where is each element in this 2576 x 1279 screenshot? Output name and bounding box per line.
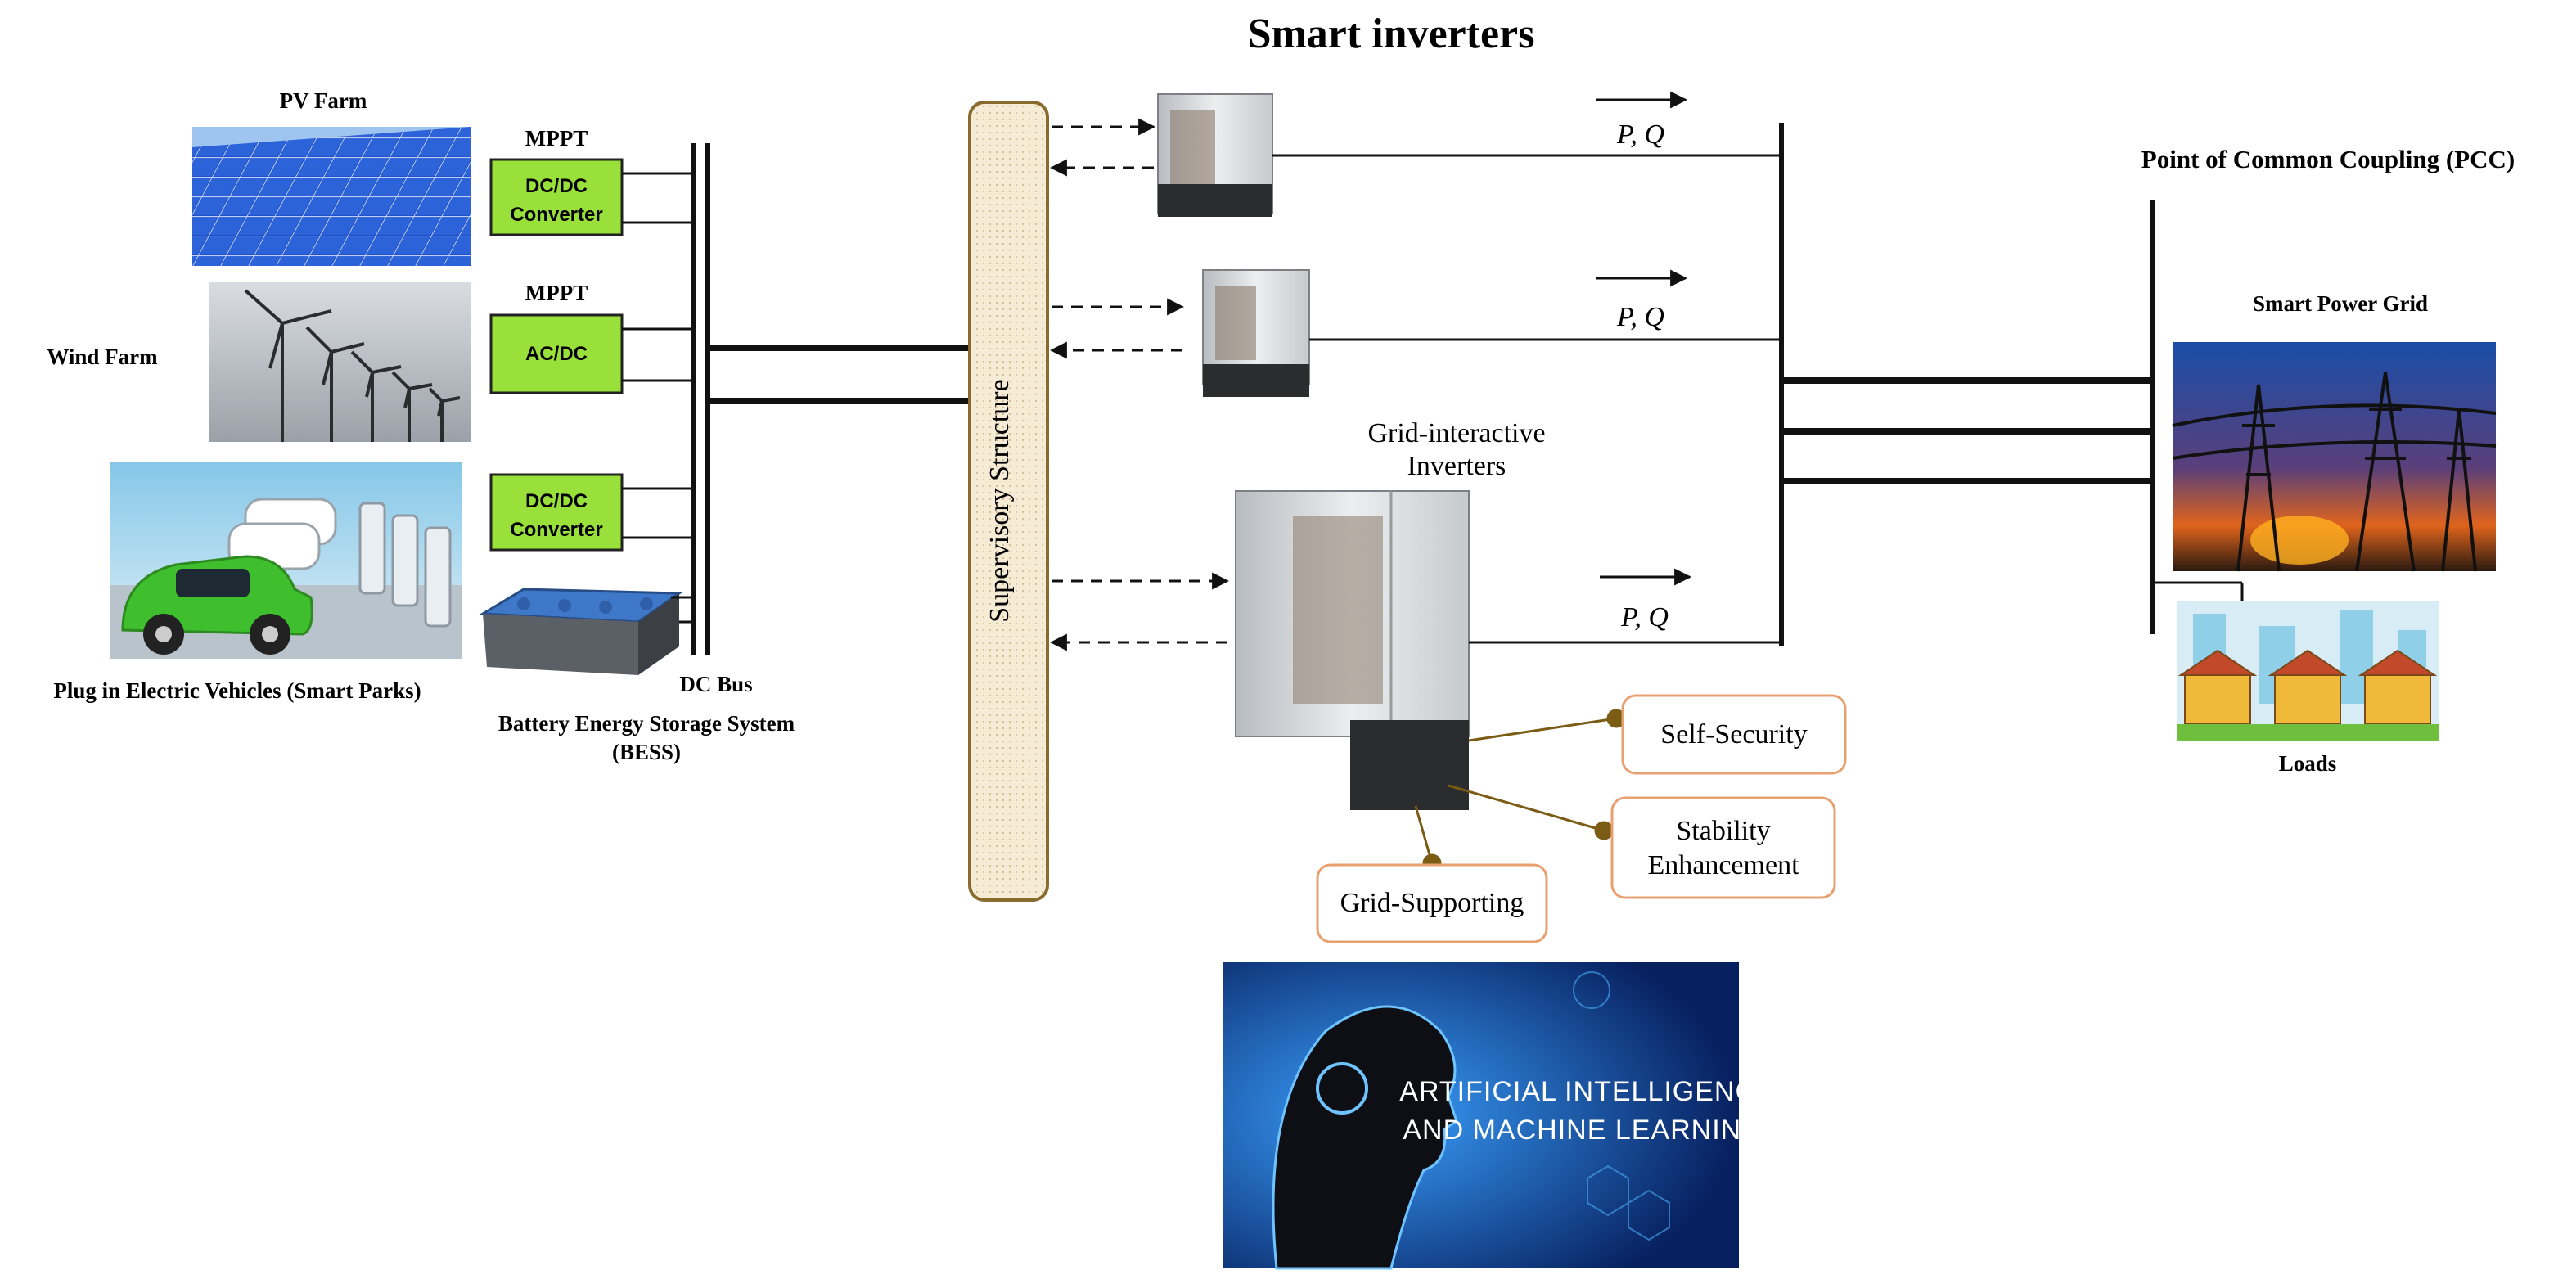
control-arrows — [1049, 118, 1230, 651]
inverter-1 — [1157, 93, 1273, 217]
dcdc-pv-label-line1: DC/DC — [525, 175, 588, 197]
grid-supporting-label: Grid-Supporting — [1340, 888, 1524, 918]
acdc-wind-label: AC/DC — [525, 343, 588, 365]
dcdc-pv-label-line2: Converter — [510, 204, 602, 226]
dcdc-converter-ev: DC/DC Converter — [489, 473, 624, 552]
pv-farm-label: PV Farm — [280, 88, 367, 113]
battery-image — [479, 588, 683, 675]
mppt-wind-label: MPPT — [525, 281, 588, 305]
smart-grid-image — [2172, 342, 2497, 572]
dcdc-ev-label-line1: DC/DC — [525, 490, 588, 512]
inverters-label-line1: Grid-interactive — [1367, 418, 1545, 448]
pq-label-3: P, Q — [1620, 602, 1669, 633]
dcdc-ev-label-line2: Converter — [510, 519, 602, 541]
smart-grid-label: Smart Power Grid — [2253, 291, 2428, 316]
supervisory-label: Supervisory Structure — [984, 379, 1015, 622]
loads-label: Loads — [2279, 751, 2337, 776]
pcc-label: Point of Common Coupling (PCC) — [2141, 145, 2515, 173]
ac-output-lines — [1272, 154, 1780, 644]
inverters-label-line2: Inverters — [1407, 451, 1506, 481]
pq-label-2: P, Q — [1616, 302, 1664, 332]
stability-label-line2: Enhancement — [1647, 850, 1799, 880]
self-security-box: Self-Security — [1621, 694, 1847, 775]
pq-label-1: P, Q — [1616, 119, 1664, 150]
pv-farm-image — [192, 127, 471, 266]
wind-farm-image — [209, 282, 471, 442]
pq-arrows — [1596, 91, 1692, 586]
acdc-converter-wind: AC/DC — [489, 313, 624, 394]
ai-banner-line2: AND MACHINE LEARNING — [1403, 1115, 1763, 1146]
wind-farm-label: Wind Farm — [47, 345, 158, 369]
dcdc-converter-pv: DC/DC Converter — [489, 158, 624, 236]
ev-label: Plug in Electric Vehicles (Smart Parks) — [53, 678, 421, 703]
bess-label-line1: Battery Energy Storage System — [498, 711, 795, 736]
ai-banner-line1: ARTIFICIAL INTELLIGENCE — [1399, 1076, 1775, 1107]
supervisory-structure: Supervisory Structure — [968, 101, 1049, 902]
loads-image — [2177, 601, 2439, 741]
inverter-2 — [1202, 269, 1310, 397]
diagram-title: Smart inverters — [1248, 11, 1535, 57]
dc-link-lines — [708, 345, 970, 404]
dc-bus-label: DC Bus — [679, 672, 752, 696]
bess-label-line2: (BESS) — [612, 740, 681, 764]
grid-supporting-box: Grid-Supporting — [1316, 863, 1548, 943]
self-security-label: Self-Security — [1660, 719, 1807, 750]
converter-wires — [622, 172, 691, 624]
stability-enhancement-box: Stability Enhancement — [1610, 796, 1836, 899]
inverter-3 — [1235, 490, 1470, 810]
ev-park-image — [110, 462, 462, 659]
dc-bus — [691, 143, 710, 655]
mppt-pv-label: MPPT — [525, 126, 588, 151]
ai-banner-image: ARTIFICIAL INTELLIGENCE AND MACHINE LEAR… — [1223, 962, 1775, 1270]
stability-label-line1: Stability — [1676, 816, 1770, 846]
pcc-link-lines — [1781, 377, 2152, 484]
